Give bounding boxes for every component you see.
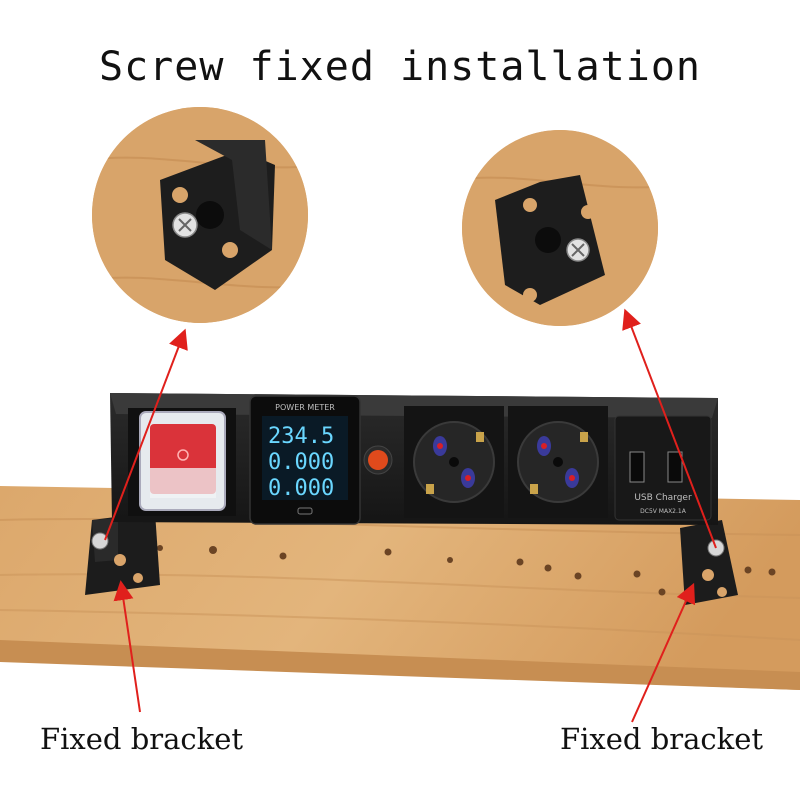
usb-charger: USB Charger DC5V MAX2.1A: [614, 415, 712, 521]
arrow-left-down: [113, 580, 141, 713]
socket-2: [508, 406, 608, 518]
usb-label: USB Charger: [634, 493, 692, 503]
zoom-detail-right: [462, 130, 658, 326]
meter-reading-current: 0.000: [268, 450, 334, 475]
left-bracket: [85, 512, 160, 595]
page-title: Screw fixed installation: [99, 44, 701, 90]
caption-right: Fixed bracket: [560, 722, 764, 756]
arrow-right-down: [631, 582, 696, 723]
caption-left: Fixed bracket: [40, 722, 244, 756]
board-holes: [157, 545, 776, 596]
meter-reading-voltage: 234.5: [268, 424, 334, 449]
socket-1: [404, 406, 504, 518]
rocker-switch: [128, 408, 236, 516]
arrow-right-up: [622, 308, 717, 549]
arrow-left-up: [104, 328, 188, 541]
usb-spec: DC5V MAX2.1A: [640, 508, 687, 515]
reset-button: [363, 445, 393, 475]
arrows: [104, 308, 717, 723]
power-meter: POWER METER 234.5 0.000 0.000: [249, 395, 361, 525]
meter-reading-power: 0.000: [268, 476, 334, 501]
meter-label: POWER METER: [275, 403, 335, 412]
zoom-detail-left: [92, 107, 308, 323]
power-strip: POWER METER 234.5 0.000 0.000: [110, 393, 718, 525]
wooden-board: [0, 486, 800, 690]
